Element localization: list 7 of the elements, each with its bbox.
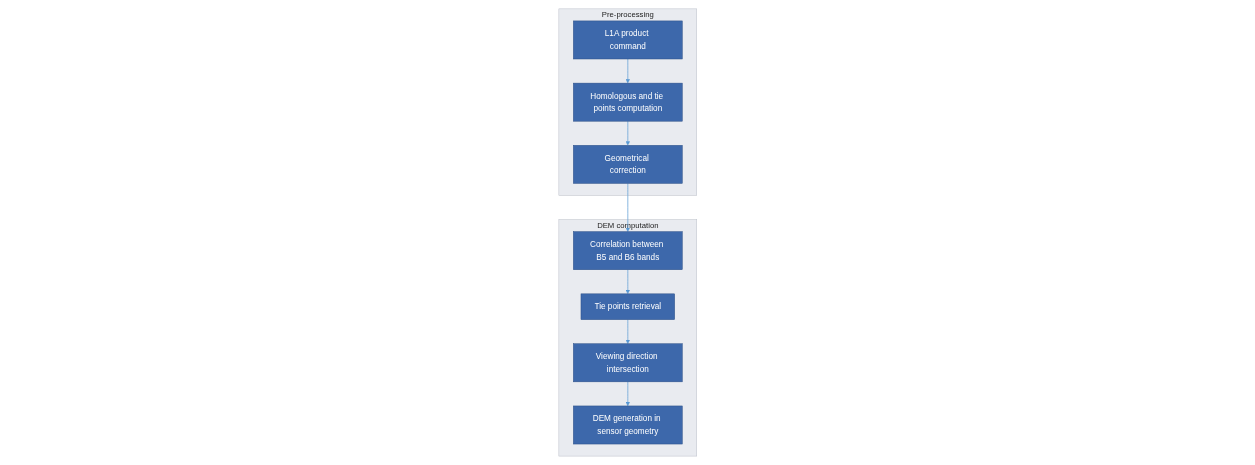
node-box: DEM generation in sensor geometry [572,405,683,445]
node-box: Geometrical correction [572,145,683,184]
node-box: Viewing direction intersection [572,343,683,383]
node-box: L1A product command [572,20,683,60]
node-box: Correlation between B5 and B6 bands [572,231,683,270]
node-box: Homologous and tie points computation [572,82,683,122]
node-box: Tie points retrieval [580,293,675,320]
